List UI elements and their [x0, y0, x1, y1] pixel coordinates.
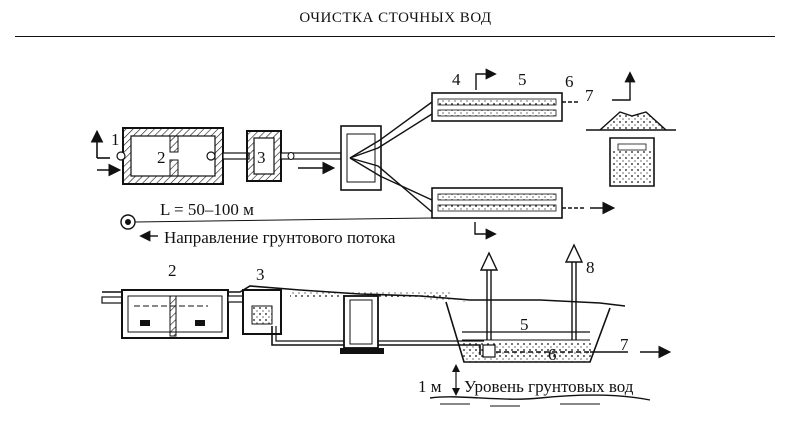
trench-cross-section: [586, 111, 676, 187]
section-dosing-chamber: [242, 289, 282, 335]
section-label-2: 2: [168, 261, 177, 280]
section-distribution-well: [343, 295, 379, 349]
plan-label-4: 4: [452, 70, 461, 89]
section-label-5: 5: [520, 315, 529, 334]
plan-label-6: 6: [565, 72, 574, 91]
vent-arrow-8: [564, 243, 584, 263]
vent-arrow-left: [479, 251, 499, 271]
plan-distribution-well: [340, 125, 382, 191]
groundwater-label: Уровень грунтовых вод: [464, 377, 634, 396]
plan-label-3: 3: [257, 148, 266, 167]
distance-label: L = 50–100 м: [160, 200, 254, 219]
section-label-3: 3: [256, 265, 265, 284]
plan-label-2: 2: [157, 148, 166, 167]
flow-direction-label: Направление грунтового потока: [164, 228, 396, 247]
plan-vent-arrow-top: [475, 68, 497, 90]
depth-label: 1 м: [418, 377, 442, 396]
plan-outlet-arrow-7: [612, 71, 636, 101]
plan-vent-arrow-bottom: [474, 222, 497, 240]
header-rule: [15, 36, 775, 37]
plan-filter-field-top: [431, 92, 563, 122]
section-label-6: 6: [548, 345, 557, 364]
plan-filter-field-bottom: [431, 187, 563, 219]
section-view: [101, 243, 672, 407]
plan-label-5: 5: [518, 70, 527, 89]
groundwater-level-line: [429, 394, 651, 401]
section-label-7: 7: [620, 335, 629, 354]
section-label-8: 8: [586, 258, 595, 277]
plan-view: [90, 68, 676, 242]
plan-label-1: 1: [111, 130, 120, 149]
plan-label-7: 7: [585, 86, 594, 105]
page-title: ОЧИСТКА СТОЧНЫХ ВОД: [299, 10, 492, 26]
